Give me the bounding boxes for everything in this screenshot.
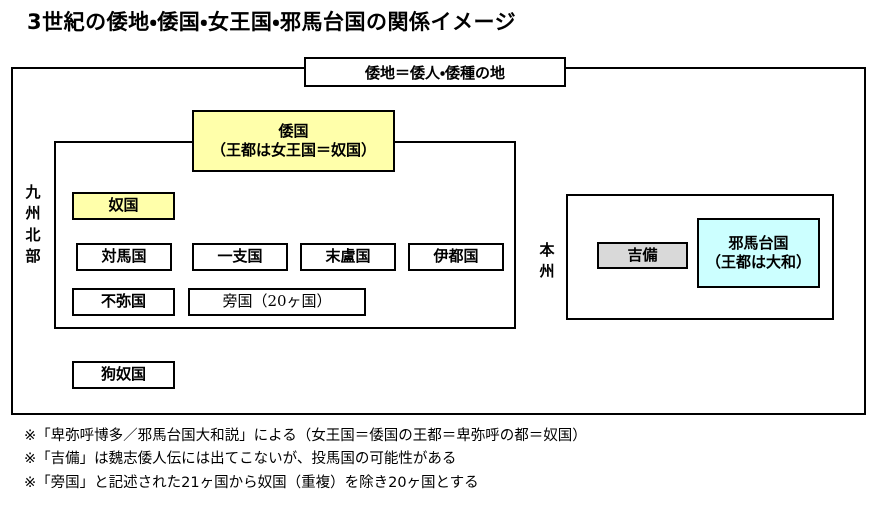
node-bokoku: 旁国（20ヶ国） bbox=[188, 288, 366, 316]
node-matsuro-koku: 末盧国 bbox=[300, 243, 396, 271]
footnotes: ※「卑弥呼博多／邪馬台国大和説」による（女王国＝倭国の王都＝卑弥呼の都＝奴国） … bbox=[24, 425, 864, 495]
node-yamataikoku-line2: （王都は大和） bbox=[705, 253, 811, 271]
region-label-char: 州 bbox=[25, 204, 41, 223]
node-kunakoku: 狗奴国 bbox=[72, 361, 175, 389]
node-yamataikoku-line1: 邪馬台国 bbox=[728, 233, 789, 252]
node-wakoku-line2: （王都は女王国＝奴国） bbox=[210, 141, 376, 159]
node-wakoku-line1: 倭国 bbox=[278, 121, 309, 140]
footnote-1: ※「卑弥呼博多／邪馬台国大和説」による（女王国＝倭国の王都＝卑弥呼の都＝奴国） bbox=[24, 428, 587, 444]
node-yamataikoku: 邪馬台国 （王都は大和） bbox=[697, 218, 820, 288]
region-label-kyushu-hokubu: 九 州 北 部 bbox=[20, 182, 46, 267]
region-label-char: 本 bbox=[539, 241, 555, 259]
outer-frame-label-wachi: 倭地＝倭人・倭種の地 bbox=[304, 57, 566, 87]
footnote-3: ※「旁国」と記述された21ヶ国から奴国（重複）を除き20ヶ国とする bbox=[24, 474, 479, 491]
region-label-honshu: 本 州 bbox=[534, 240, 560, 283]
region-label-char: 北 bbox=[25, 225, 41, 244]
node-fumi-koku: 不弥国 bbox=[72, 288, 175, 316]
page-title: 3世紀の倭地・倭国・女王国・邪馬台国の関係イメージ bbox=[27, 10, 517, 34]
node-iki-koku: 一支国 bbox=[192, 243, 288, 271]
region-label-char: 九 bbox=[25, 183, 41, 201]
node-wakoku: 倭国 （王都は女王国＝奴国） bbox=[192, 110, 395, 172]
footnote-2: ※「吉備」は魏志倭人伝には出てこないが、投馬国の可能性がある bbox=[24, 451, 457, 468]
node-ito-koku: 伊都国 bbox=[408, 243, 504, 271]
node-kibi: 吉備 bbox=[597, 242, 688, 269]
node-nakoku: 奴国 bbox=[72, 192, 175, 220]
node-tsushima-koku: 対馬国 bbox=[76, 243, 172, 271]
region-label-char: 州 bbox=[539, 262, 555, 281]
region-label-char: 部 bbox=[25, 246, 41, 265]
